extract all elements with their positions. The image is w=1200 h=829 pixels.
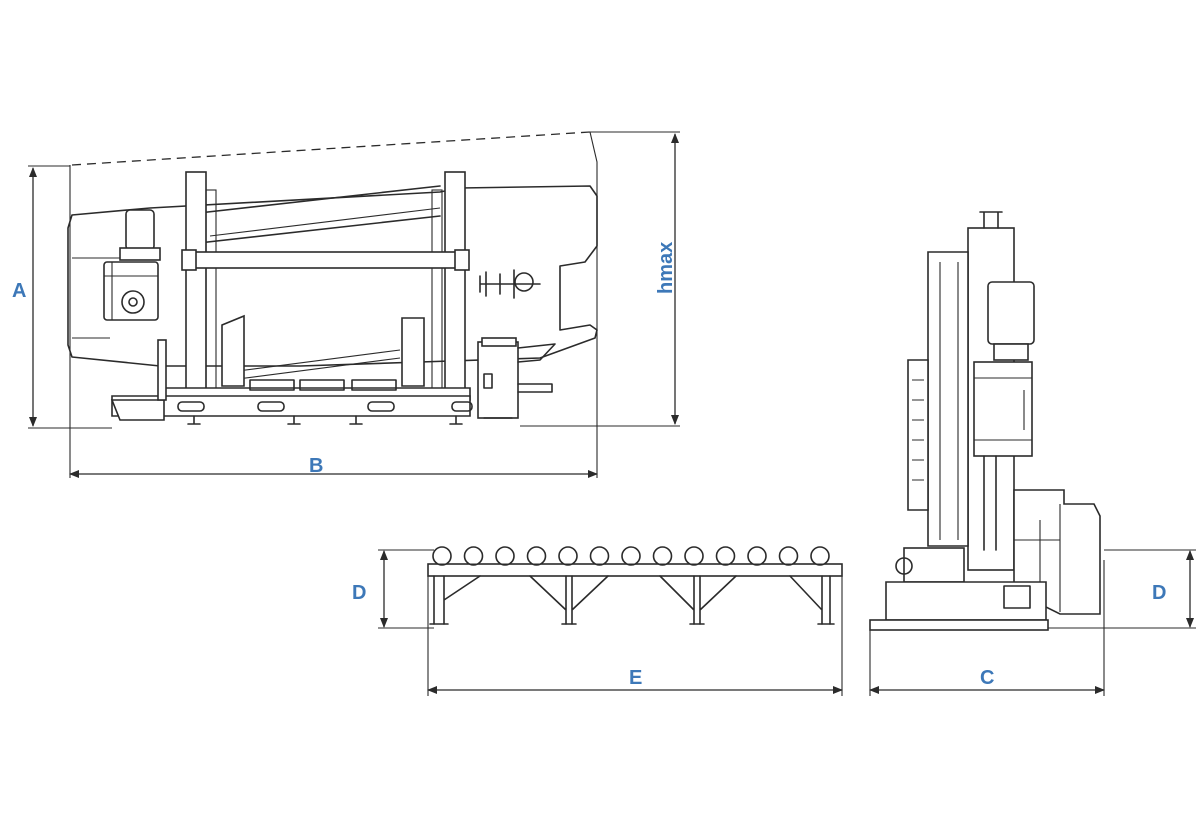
blade-bar-low: [209, 207, 441, 237]
right-vise: [401, 317, 425, 387]
gearbox-detail: [104, 262, 158, 320]
side-motor: [987, 281, 1035, 345]
electric-box-shaft: [517, 383, 553, 393]
right-column-inner: [431, 189, 443, 391]
blade-bar-top: [189, 185, 441, 215]
table-top-rail: [427, 563, 843, 577]
label-b: B: [309, 455, 323, 477]
electric-box-arm: [517, 343, 556, 363]
roller: [621, 546, 641, 566]
left-support-post: [157, 339, 167, 401]
table-legs: [433, 575, 831, 625]
dimension-labels: A hmax B D E C D: [12, 242, 1166, 689]
roller-table: [427, 546, 843, 625]
roller: [652, 546, 673, 566]
saw-head-body: [67, 185, 598, 367]
control-mount: [479, 269, 541, 299]
blade-bar-lower-2: [229, 357, 401, 381]
label-c: C: [980, 667, 994, 689]
foot-1: [187, 415, 201, 425]
blade-bar-mid: [189, 215, 441, 245]
control-knob: [514, 272, 534, 292]
hmax-envelope-line: [71, 131, 591, 166]
side-gearbox: [973, 361, 1033, 457]
gearbox-wheel: [121, 290, 145, 314]
side-base-block: [1003, 585, 1031, 609]
crossbeam-cap-right: [454, 249, 470, 271]
bed-slot-2: [257, 401, 285, 412]
bed-slot-4: [451, 401, 473, 412]
side-view: [869, 211, 1101, 631]
roller: [589, 546, 610, 566]
roller-box-3: [351, 379, 397, 391]
roller: [432, 546, 452, 566]
foot-3: [349, 415, 363, 425]
foot-2: [287, 415, 301, 425]
envelope-right-edge: [589, 131, 598, 478]
crossbeam-cap-left: [181, 249, 197, 271]
dimension-hmax-ext: [520, 131, 680, 427]
roller: [684, 546, 704, 566]
side-motor-flange: [993, 343, 1029, 361]
roller: [558, 546, 578, 566]
roller-box-1: [249, 379, 295, 391]
dimension-d-right-ext: [1048, 549, 1196, 629]
gearbox-hub: [128, 297, 138, 307]
electric-box-handle: [483, 373, 493, 389]
side-vise: [903, 547, 965, 583]
left-column: [185, 171, 207, 393]
dimension-d-left-ext: [378, 549, 434, 629]
roller: [526, 546, 547, 566]
roller: [778, 546, 799, 566]
right-column: [444, 171, 466, 393]
electric-box-top: [481, 337, 517, 347]
roller-box-2: [299, 379, 345, 391]
side-gearbox-detail: [974, 377, 1032, 441]
roller: [495, 546, 515, 566]
blade-bar-lower: [229, 349, 401, 373]
foot-4: [449, 415, 463, 425]
dimension-a-ext: [28, 165, 112, 429]
side-base-plate: [869, 619, 1049, 631]
rollers: [428, 546, 834, 566]
hydraulic-rods: [983, 455, 997, 551]
saw-frame: [927, 251, 969, 547]
label-d-left: D: [352, 582, 366, 604]
label-a: A: [12, 280, 26, 302]
motor-body: [125, 209, 155, 251]
bed-slot-3: [367, 401, 395, 412]
saw-frame-inner: [939, 262, 959, 540]
blade-guard-teeth: [912, 379, 924, 481]
label-e: E: [629, 667, 642, 689]
roller: [463, 546, 484, 566]
side-vise-wheel: [895, 557, 913, 575]
left-vise: [221, 314, 245, 387]
roller: [715, 546, 736, 566]
dimension-e-ext: [427, 576, 843, 696]
crossbeam: [185, 251, 466, 269]
side-base: [885, 581, 1047, 621]
dimension-lines: [28, 131, 1196, 696]
roller: [810, 546, 830, 566]
blade-guard: [907, 359, 929, 511]
front-view: [67, 131, 598, 478]
left-column-inner: [205, 189, 217, 391]
motor-base: [119, 247, 161, 261]
column-top-posts: [979, 211, 1003, 229]
bed-slot-1: [177, 401, 205, 412]
roller: [747, 546, 767, 566]
left-support: [110, 399, 165, 421]
label-hmax: hmax: [655, 242, 677, 294]
label-d-right: D: [1152, 582, 1166, 604]
